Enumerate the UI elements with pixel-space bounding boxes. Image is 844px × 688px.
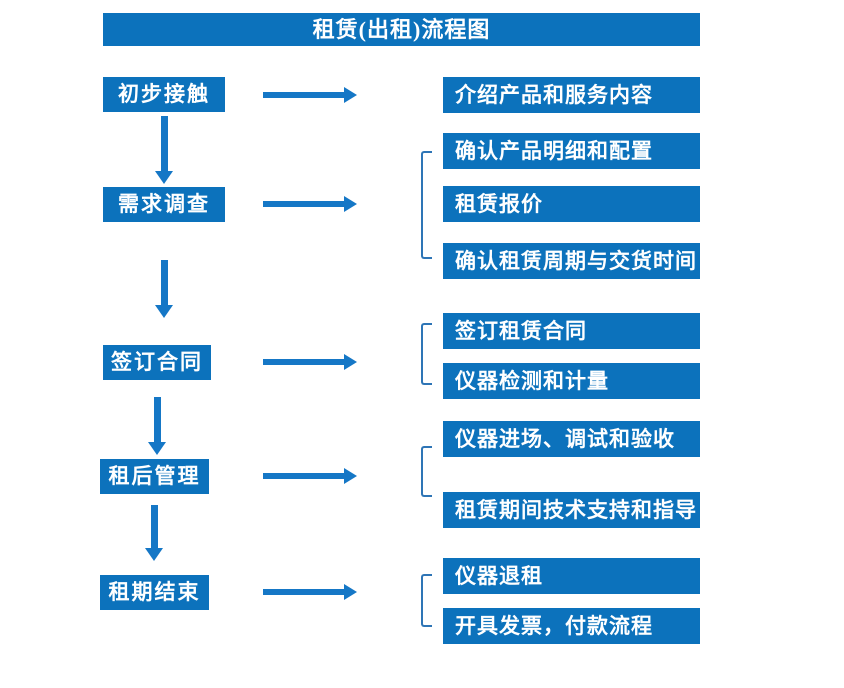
detail-box-confirm-details: 确认产品明细和配置 [443,133,700,169]
stage-box-sign-contract: 签订合同 [103,345,211,380]
stage-box-initial-contact: 初步接触 [103,77,225,112]
detail-box-introduce-products: 介绍产品和服务内容 [443,77,700,113]
detail-box-invoice-payment: 开具发票，付款流程 [443,608,700,644]
detail-box-instrument-return: 仪器退租 [443,558,700,594]
down-arrow-icon [155,116,173,184]
right-arrow-icon [263,87,357,103]
right-arrow-icon [263,354,357,370]
right-arrow-icon [263,584,357,600]
detail-box-confirm-period: 确认租赁周期与交货时间 [443,243,700,279]
detail-box-tech-support: 租赁期间技术支持和指导 [443,492,700,528]
stage-box-demand-survey: 需求调查 [103,187,225,222]
detail-box-instrument-setup: 仪器进场、调试和验收 [443,421,700,457]
stage-box-post-rental-mgmt: 租后管理 [100,459,209,494]
flowchart-title: 租赁(出租)流程图 [103,13,700,46]
bracket-connector [421,151,432,259]
down-arrow-icon [155,260,173,318]
right-arrow-icon [263,196,357,212]
stage-box-rental-end: 租期结束 [100,575,209,610]
down-arrow-icon [145,505,163,561]
down-arrow-icon [148,397,166,455]
detail-box-sign-rental-contract: 签订租赁合同 [443,313,700,349]
bracket-connector [421,446,432,497]
bracket-connector [421,574,432,627]
bracket-connector [421,323,432,385]
right-arrow-icon [263,468,357,484]
detail-box-instrument-testing: 仪器检测和计量 [443,363,700,399]
detail-box-rental-quote: 租赁报价 [443,186,700,222]
